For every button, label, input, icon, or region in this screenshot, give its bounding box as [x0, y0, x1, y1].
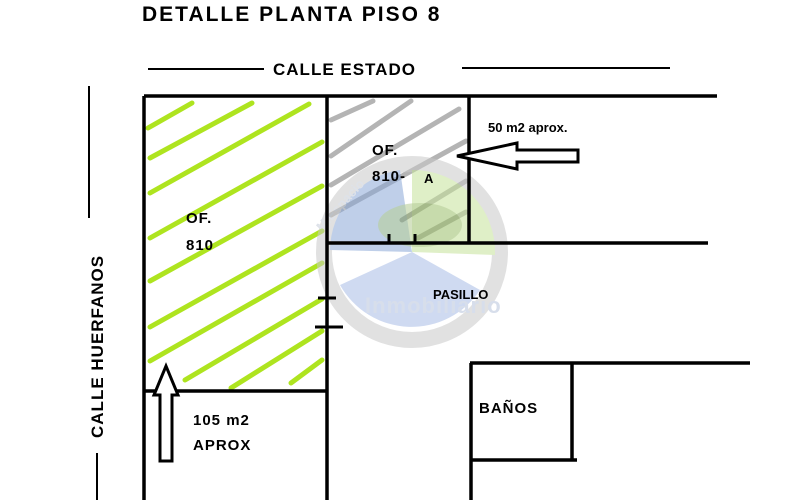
- room-of-810a-line2: 810-: [372, 168, 406, 185]
- room-of-810-line1: OF.: [186, 210, 212, 227]
- hatch-stroke: [147, 183, 325, 284]
- plan-title: DETALLE PLANTA PISO 8: [142, 3, 441, 26]
- hatch-stroke: [228, 328, 325, 391]
- watermark-globe-green: [412, 169, 496, 255]
- hatch-stroke: [147, 228, 325, 330]
- room-of-810a-suffix: A: [424, 171, 434, 186]
- hatch-stroke: [328, 106, 462, 188]
- hatch-stroke: [328, 98, 414, 159]
- room-corridor: PASILLO: [433, 287, 488, 302]
- watermark-continent: [378, 203, 462, 247]
- watermark-globe-lower: [340, 252, 480, 327]
- area-of-810a: 50 m2 aprox.: [488, 120, 568, 135]
- hatch-stroke: [147, 139, 325, 241]
- room-of-810-line2: 810: [186, 237, 214, 254]
- hatch-stroke: [145, 100, 195, 131]
- hatch-stroke: [288, 357, 325, 386]
- hatch-of-810: [145, 100, 325, 391]
- hatch-stroke: [147, 101, 312, 196]
- street-label-top: CALLE ESTADO: [273, 60, 416, 79]
- hatch-stroke: [147, 260, 325, 364]
- hatch-stroke: [182, 296, 325, 383]
- street-label-left: CALLE HUERFANOS: [88, 255, 107, 438]
- arrow-up-icon: [151, 362, 181, 463]
- watermark-ring: [316, 156, 508, 348]
- area-of-810-line1: 105 m2: [193, 412, 250, 429]
- watermark-logo: Inmobiliario MiEspacio: [313, 156, 508, 348]
- room-bathrooms: BAÑOS: [479, 399, 538, 417]
- hatch-stroke: [328, 98, 376, 123]
- room-of-810a-line1: OF.: [372, 142, 398, 159]
- watermark-globe-blue: [330, 170, 412, 252]
- watermark-text: Inmobiliario: [365, 293, 502, 318]
- arrow-left-icon: [456, 141, 580, 171]
- hatch-stroke: [147, 100, 255, 161]
- area-of-810-line2: APROX: [193, 437, 251, 454]
